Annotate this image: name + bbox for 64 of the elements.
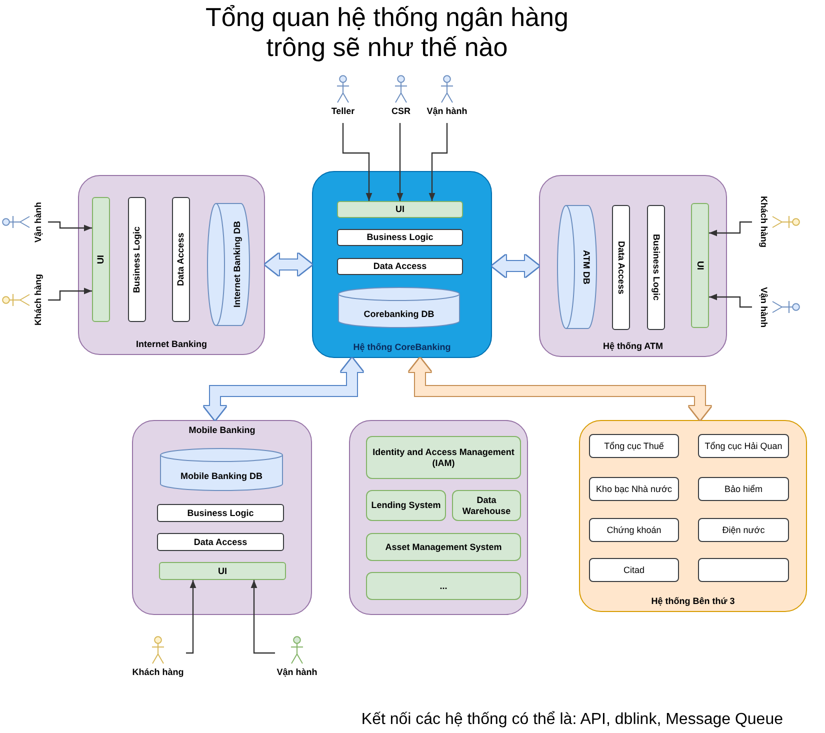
layer-block: Data Access	[337, 258, 463, 275]
layer-block: Data Access	[157, 533, 284, 551]
arrow	[48, 288, 92, 301]
actor-label: Vận hành	[758, 286, 769, 328]
empty-block	[698, 558, 789, 582]
database-label: Corebanking DB	[364, 309, 434, 320]
layer-block: Business Logic	[647, 205, 665, 330]
actor-label: Vận hành	[276, 667, 318, 678]
module-block: Asset Management System	[366, 533, 521, 561]
block-arrow	[265, 254, 312, 276]
layer-block: Business Logic	[157, 504, 284, 522]
service-block: Bảo hiểm	[698, 477, 789, 501]
block-arrow	[204, 358, 363, 420]
layer-block: Business Logic	[337, 229, 463, 246]
layer-block: UI	[159, 562, 286, 580]
actor-label: Khách hàng	[758, 196, 769, 248]
panel-title: Mobile Banking	[188, 425, 256, 436]
layer-block: Data Access	[172, 197, 190, 322]
panel-title: Hệ thống CoreBanking	[353, 342, 451, 353]
arrow	[250, 580, 275, 654]
arrow	[709, 221, 752, 236]
database-label: Mobile Banking DB	[180, 471, 262, 482]
layer-block: Data Access	[612, 205, 630, 330]
actor-label: Teller	[331, 106, 355, 117]
arrow	[342, 123, 372, 201]
actor-label: Vận hành	[426, 106, 468, 117]
layer-block: UI	[337, 201, 463, 218]
database-label: Internet Banking DB	[232, 221, 243, 308]
database-label: ATM DB	[580, 250, 592, 284]
system-panel	[539, 175, 727, 357]
layer-block: Business Logic	[128, 197, 146, 322]
actor-label: Khách hàng	[132, 667, 184, 678]
actor-label: Vận hành	[33, 202, 44, 242]
system-panel	[579, 420, 807, 612]
diagram-caption: Kết nối các hệ thống có thể là: API, dblink, Message Queue	[361, 710, 783, 730]
block-arrow	[492, 255, 539, 277]
actor-label: CSR	[391, 106, 410, 117]
service-block: Tổng cục Thuế	[589, 434, 679, 458]
system-panel	[78, 175, 265, 355]
layer-block: UI	[92, 197, 110, 322]
diagram-title: Tổng quan hệ thống ngân hàng trông sẽ như thế nào	[206, 2, 568, 62]
arrow	[428, 123, 448, 201]
actor-label: Khách hàng	[33, 274, 44, 326]
panel-title: Hệ thống ATM	[603, 341, 663, 352]
panel-title: Hệ thống Bên thứ 3	[651, 596, 735, 607]
service-block: Chứng khoán	[589, 518, 679, 542]
arrow	[396, 123, 404, 201]
module-block: ...	[366, 572, 521, 600]
service-block: Kho bạc Nhà nước	[589, 477, 679, 501]
system-panel	[132, 420, 312, 615]
module-block: Data Warehouse	[452, 490, 521, 521]
panel-title: Internet Banking	[136, 339, 207, 350]
service-block: Citad	[589, 558, 679, 582]
service-block: Điện nước	[698, 518, 789, 542]
module-block: Lending System	[366, 490, 446, 521]
module-block: Identity and Access Management (IAM)	[366, 436, 521, 479]
arrow	[48, 221, 92, 232]
arrow	[709, 294, 752, 308]
arrow	[186, 580, 196, 654]
layer-block: UI	[691, 203, 709, 328]
system-panel	[349, 420, 528, 615]
system-panel	[312, 171, 492, 358]
block-arrow	[409, 358, 711, 420]
service-block: Tổng cục Hải Quan	[698, 434, 789, 458]
